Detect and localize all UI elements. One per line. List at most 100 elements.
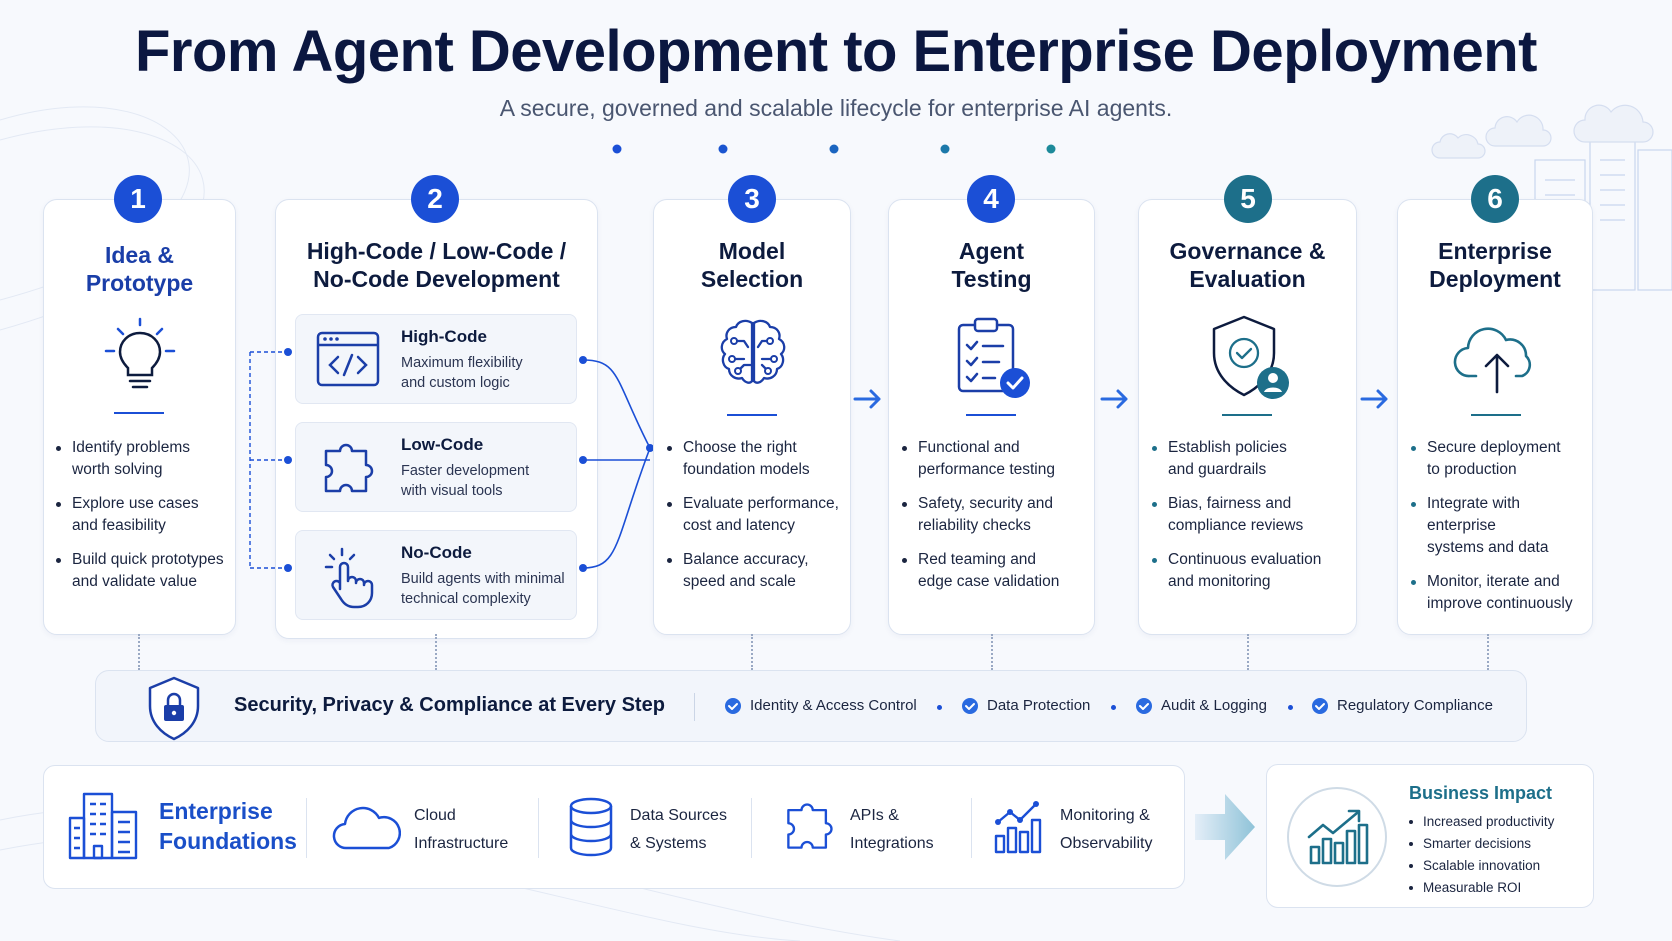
growth-chart-icon bbox=[1287, 787, 1387, 887]
connector bbox=[1247, 634, 1249, 670]
puzzle-icon bbox=[787, 803, 833, 849]
step-card-enterprise-deployment bbox=[1397, 199, 1593, 635]
option-title: High-Code bbox=[401, 327, 487, 346]
brain-circuit-icon bbox=[720, 319, 786, 384]
lightbulb-icon bbox=[104, 317, 176, 389]
list-item: Evaluate performance,cost and latency bbox=[667, 493, 849, 537]
page-subtitle: A secure, governed and scalable lifecycl… bbox=[499, 95, 1173, 121]
divider bbox=[1222, 414, 1272, 416]
step-card-agent-testing bbox=[888, 199, 1095, 635]
security-item: Audit & Logging bbox=[1135, 697, 1267, 714]
step-number-badge: 4 bbox=[967, 175, 1015, 223]
security-item: Identity & Access Control bbox=[724, 697, 917, 714]
step-number-badge: 6 bbox=[1471, 175, 1519, 223]
step-number-badge: 1 bbox=[114, 175, 162, 223]
check-circle-icon bbox=[1136, 698, 1152, 714]
separator bbox=[306, 798, 307, 858]
step-number-badge: 2 bbox=[411, 175, 459, 223]
timeline-decoration bbox=[612, 144, 1056, 154]
separator bbox=[694, 693, 695, 721]
shield-user-icon bbox=[1212, 315, 1289, 399]
connector bbox=[138, 634, 140, 670]
arrow-right-icon bbox=[1360, 389, 1388, 409]
business-impact-card: Business Impact Increased productivity S… bbox=[1266, 764, 1594, 908]
page-title: From Agent Development to Enterprise Dep… bbox=[134, 19, 1538, 84]
arrow-right-icon bbox=[853, 389, 881, 409]
impact-list: Increased productivity Smarter decisions… bbox=[1409, 811, 1554, 899]
connector bbox=[435, 634, 437, 670]
cloud-icon bbox=[332, 806, 401, 850]
list-item: Scalable innovation bbox=[1409, 855, 1554, 877]
step-number-badge: 5 bbox=[1224, 175, 1272, 223]
big-arrow-right-icon bbox=[1195, 794, 1255, 860]
security-item: Regulatory Compliance bbox=[1311, 697, 1493, 714]
connector bbox=[991, 634, 993, 670]
arrow-right-icon bbox=[1100, 389, 1128, 409]
separator-dot bbox=[1288, 705, 1293, 710]
foundation-item-apis: APIs &Integrations bbox=[850, 807, 934, 852]
check-circle-icon bbox=[725, 698, 741, 714]
list-item: Increased productivity bbox=[1409, 811, 1554, 833]
separator bbox=[971, 798, 972, 858]
separator bbox=[751, 798, 752, 858]
separator-dot bbox=[1111, 705, 1116, 710]
shield-lock-icon bbox=[148, 676, 200, 741]
step-title: Idea &Prototype bbox=[85, 242, 194, 296]
impact-title: Business Impact bbox=[1409, 783, 1553, 803]
step-title: Governance &Evaluation bbox=[1169, 238, 1326, 292]
divider bbox=[1471, 414, 1521, 416]
database-icon bbox=[569, 797, 613, 857]
step-number-badge: 3 bbox=[728, 175, 776, 223]
step-card-governance bbox=[1138, 199, 1357, 635]
security-bar: Security, Privacy & Compliance at Every … bbox=[95, 670, 1527, 742]
step-title: High-Code / Low-Code /No-Code Developmen… bbox=[306, 238, 567, 292]
step-card-model-selection bbox=[653, 199, 851, 635]
separator-dot bbox=[937, 705, 942, 710]
divider bbox=[966, 414, 1016, 416]
check-circle-icon bbox=[1312, 698, 1328, 714]
list-item: Balance accuracy,speed and scale bbox=[667, 549, 849, 593]
separator bbox=[538, 798, 539, 858]
security-item: Data Protection bbox=[961, 697, 1090, 714]
list-item: Measurable ROI bbox=[1409, 877, 1554, 899]
option-title: Low-Code bbox=[401, 435, 484, 454]
connector bbox=[1487, 634, 1489, 670]
check-circle-icon bbox=[962, 698, 978, 714]
connector bbox=[751, 634, 753, 670]
security-title: Security, Privacy & Compliance at Every … bbox=[234, 694, 665, 716]
pointer-hand-icon bbox=[324, 547, 374, 609]
code-window-icon bbox=[316, 331, 380, 387]
chart-monitor-icon bbox=[994, 801, 1042, 854]
buildings-icon bbox=[68, 792, 138, 860]
divider bbox=[114, 412, 164, 414]
list-item: Smarter decisions bbox=[1409, 833, 1554, 855]
